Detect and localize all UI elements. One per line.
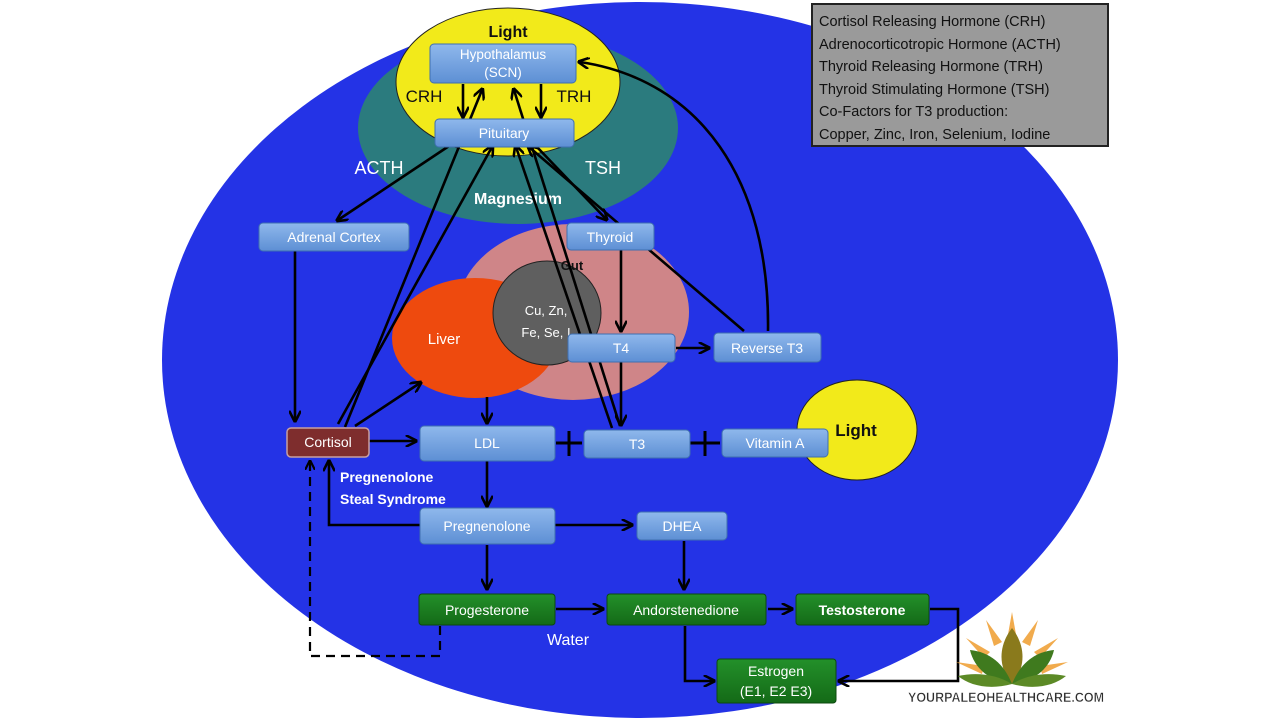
node-testosterone: Testosterone xyxy=(795,593,930,626)
node-pregnenolone: Pregnenolone xyxy=(419,507,556,545)
svg-text:Hypothalamus: Hypothalamus xyxy=(460,47,547,62)
legend-item-cofactors-list: Copper, Zinc, Iron, Selenium, Iodine xyxy=(819,126,1051,143)
svg-text:Estrogen: Estrogen xyxy=(748,663,804,679)
svg-text:Adrenal Cortex: Adrenal Cortex xyxy=(287,229,380,245)
node-hypothalamus: Hypothalamus (SCN) xyxy=(429,43,577,84)
svg-text:Andorstenedione: Andorstenedione xyxy=(633,602,739,618)
water-label: Water xyxy=(547,632,590,649)
gut-label: Gut xyxy=(561,258,584,273)
node-vitamin-a: Vitamin A xyxy=(721,428,829,458)
cofactor-label-1: Cu, Zn, xyxy=(525,303,568,318)
svg-text:Thyroid: Thyroid xyxy=(587,229,634,245)
arrow-steal-cortisol xyxy=(329,462,420,527)
arrow-cortisol-liver xyxy=(354,383,420,428)
svg-text:(E1, E2 E3): (E1, E2 E3) xyxy=(740,683,812,699)
svg-text:Testosterone: Testosterone xyxy=(819,602,906,618)
arrow-andro-estrogen xyxy=(683,626,713,681)
legend-item-trh: Thyroid Releasing Hormone (TRH) xyxy=(819,59,1044,75)
arrow-progesterone-cortisol-dashed xyxy=(310,462,442,658)
svg-text:Pituitary: Pituitary xyxy=(479,125,530,141)
node-cortisol: Cortisol xyxy=(286,427,370,458)
legend-item-acth: Adrenocorticotropic Hormone (ACTH) xyxy=(819,36,1061,53)
liver-label: Liver xyxy=(428,331,461,348)
steal-label-1: Pregnenolone xyxy=(340,469,434,485)
node-progesterone: Progesterone xyxy=(418,593,556,626)
svg-text:T3: T3 xyxy=(629,436,646,452)
legend-item-cofactors-heading: Co-Factors for T3 production: xyxy=(819,104,1009,120)
node-reverse-t3: Reverse T3 xyxy=(713,332,822,363)
arrow-rt3-hypothalamus xyxy=(580,62,770,332)
node-andorstenedione: Andorstenedione xyxy=(606,593,767,626)
svg-text:Cortisol: Cortisol xyxy=(304,434,351,450)
node-pituitary: Pituitary xyxy=(434,118,575,148)
arrow-t3-pituitary xyxy=(516,147,614,429)
node-dhea: DHEA xyxy=(636,511,728,541)
svg-text:DHEA: DHEA xyxy=(663,518,703,534)
arrow-testosterone-estrogen xyxy=(840,607,960,681)
magnesium-label: Magnesium xyxy=(474,191,562,208)
plus-connectors xyxy=(556,431,720,456)
arrow-acth xyxy=(338,142,453,220)
tsh-label: TSH xyxy=(585,158,621,178)
arrow-cortisol-pituitary xyxy=(336,147,492,425)
node-ldl: LDL xyxy=(419,425,556,462)
brand-text: YOURPALEOHEALTHCARE.COM xyxy=(908,689,1104,705)
light-label-right: Light xyxy=(835,421,877,440)
svg-text:(SCN): (SCN) xyxy=(484,65,522,80)
svg-text:Pregnenolone: Pregnenolone xyxy=(443,518,530,534)
crh-label: CRH xyxy=(406,87,443,106)
steal-label-2: Steal Syndrome xyxy=(340,491,446,507)
legend-item-crh: Cortisol Releasing Hormone (CRH) xyxy=(819,14,1046,30)
svg-text:T4: T4 xyxy=(613,340,630,356)
svg-text:Vitamin A: Vitamin A xyxy=(746,435,806,451)
node-estrogen: Estrogen (E1, E2 E3) xyxy=(716,658,837,704)
node-thyroid: Thyroid xyxy=(566,222,655,251)
legend-item-tsh: Thyroid Stimulating Hormone (TSH) xyxy=(819,81,1050,98)
brand-logo: YOURPALEOHEALTHCARE.COM xyxy=(908,612,1104,705)
svg-text:Progesterone: Progesterone xyxy=(445,602,529,618)
legend-box: Cortisol Releasing Hormone (CRH) Adrenoc… xyxy=(811,3,1109,147)
node-t4: T4 xyxy=(567,333,676,363)
node-adrenal-cortex: Adrenal Cortex xyxy=(258,222,410,252)
svg-text:Reverse T3: Reverse T3 xyxy=(731,340,803,356)
acth-label: ACTH xyxy=(355,158,404,178)
light-label-top: Light xyxy=(488,24,528,41)
cofactor-label-2: Fe, Se, I xyxy=(521,325,570,340)
svg-text:LDL: LDL xyxy=(474,435,500,451)
node-t3: T3 xyxy=(583,429,691,459)
leaf-icon xyxy=(958,628,1066,687)
trh-label: TRH xyxy=(557,87,592,106)
